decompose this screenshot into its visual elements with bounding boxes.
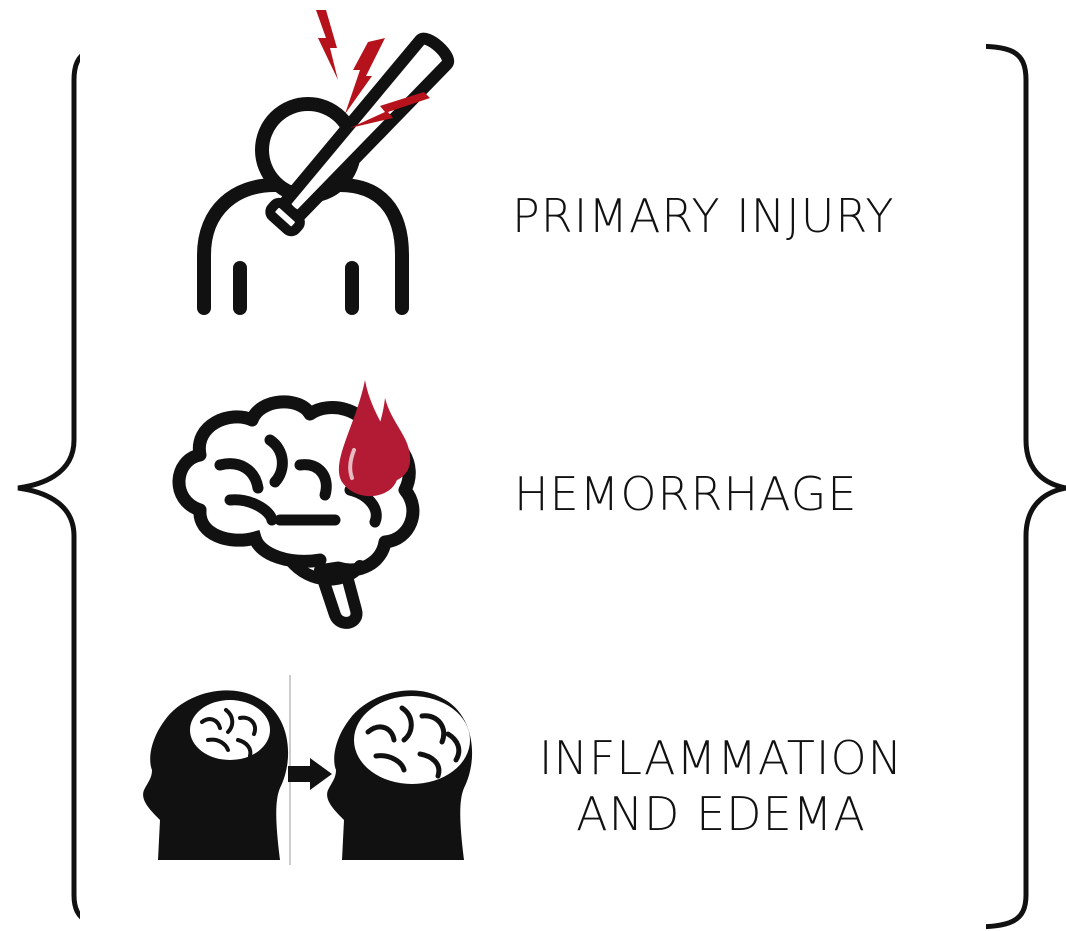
small-brain-icon [190, 700, 270, 760]
stage-label-inflammation-edema: INFLAMMATION AND EDEMA [506, 730, 936, 842]
right-curly-brace [986, 0, 1066, 931]
brain-blood-drop-icon [160, 370, 430, 640]
head-bat-impact-icon [180, 0, 470, 320]
stage-label-line-2: AND EDEMA [506, 786, 936, 842]
brain-swelling-icon [130, 670, 490, 870]
stage-label-primary-injury: PRIMARY INJURY [512, 188, 895, 244]
swollen-brain-icon [354, 696, 470, 784]
left-curly-brace [0, 0, 80, 931]
stage-label-hemorrhage: HEMORRHAGE [514, 466, 857, 522]
stage-label-line-1: INFLAMMATION [506, 730, 936, 786]
arrow-right-icon [288, 758, 332, 790]
